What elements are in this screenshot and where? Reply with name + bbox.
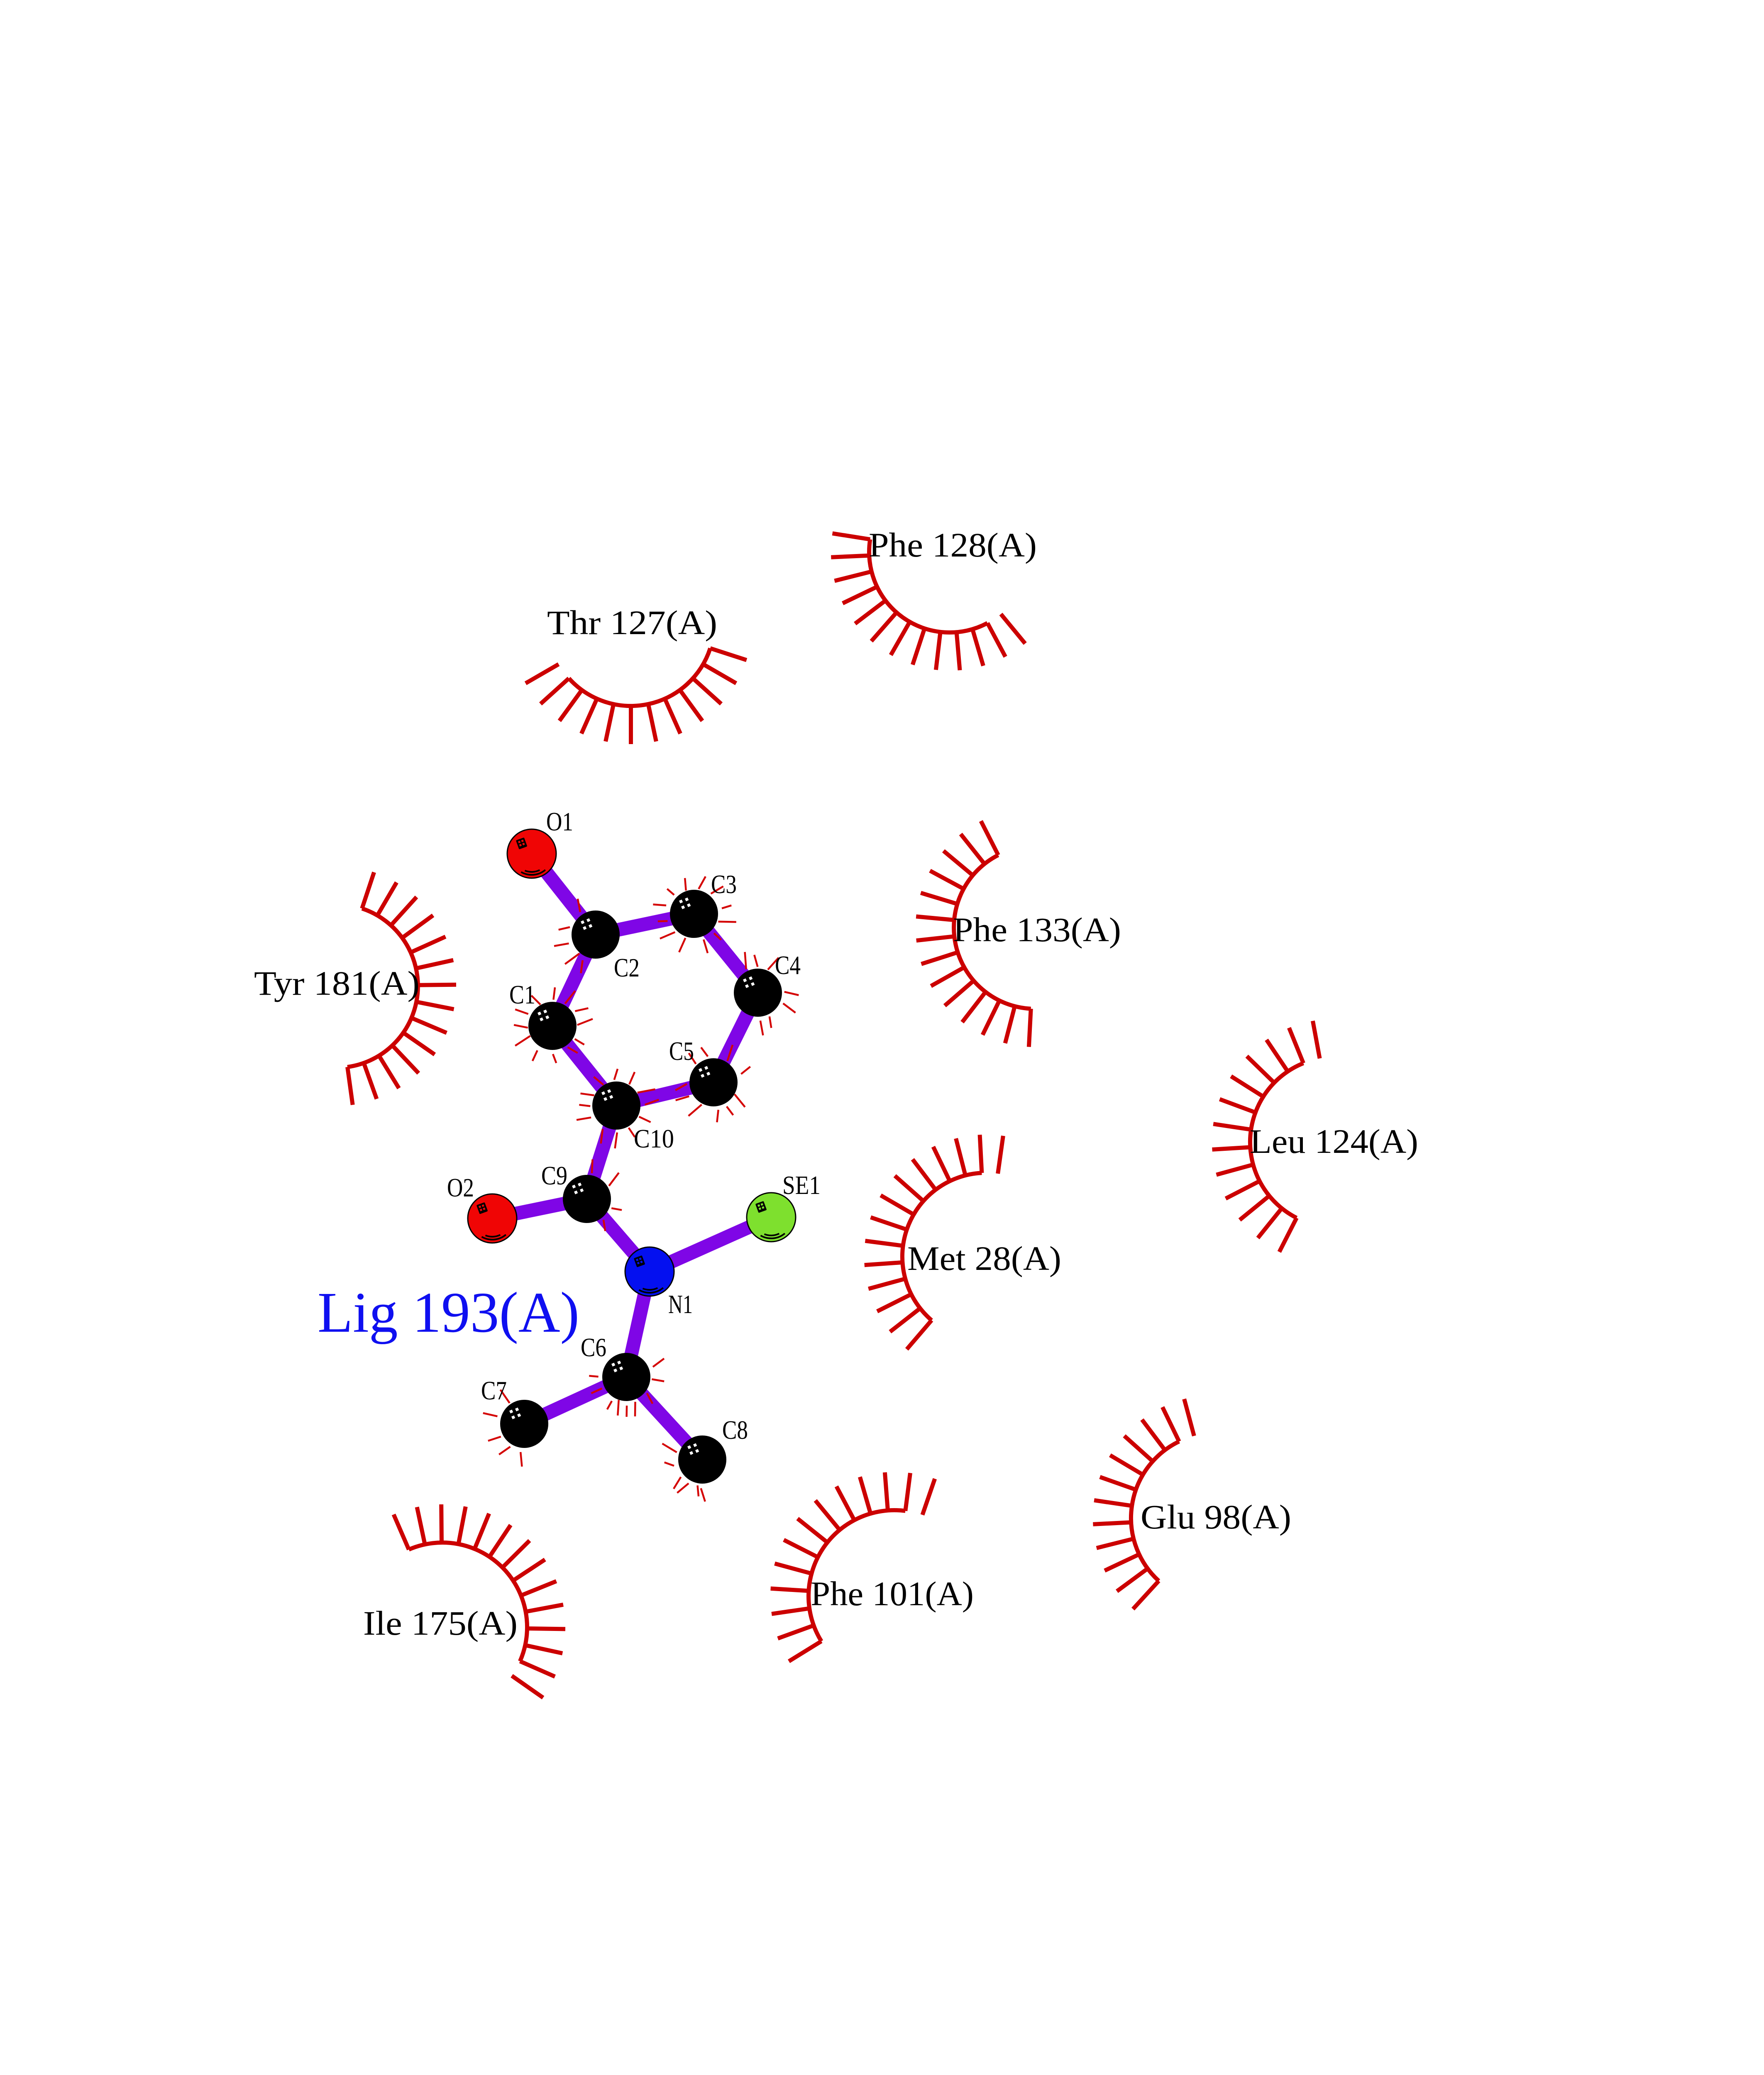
svg-text:C4: C4 [775, 951, 801, 980]
svg-text:Phe 133(A): Phe 133(A) [953, 911, 1121, 949]
svg-text:Met 28(A): Met 28(A) [907, 1239, 1061, 1277]
svg-text:Glu 98(A): Glu 98(A) [1141, 1498, 1291, 1536]
svg-text:SE1: SE1 [782, 1171, 821, 1200]
svg-text:Lig 193(A): Lig 193(A) [318, 1281, 579, 1345]
svg-text:C1: C1 [509, 980, 535, 1009]
svg-text:Thr 127(A): Thr 127(A) [547, 603, 717, 642]
svg-text:O2: O2 [447, 1173, 474, 1202]
svg-text:C6: C6 [581, 1333, 606, 1362]
svg-text:Phe 101(A): Phe 101(A) [811, 1575, 974, 1613]
svg-text:C3: C3 [711, 870, 737, 899]
svg-text:Ile 175(A): Ile 175(A) [363, 1604, 518, 1642]
svg-text:Phe 128(A): Phe 128(A) [869, 526, 1037, 564]
svg-text:N1: N1 [668, 1290, 693, 1319]
svg-text:C2: C2 [614, 953, 640, 982]
svg-text:C10: C10 [634, 1124, 674, 1153]
svg-text:C7: C7 [481, 1376, 507, 1405]
svg-text:Tyr 181(A): Tyr 181(A) [254, 964, 420, 1002]
svg-text:C5: C5 [669, 1037, 694, 1066]
svg-text:C8: C8 [722, 1416, 748, 1445]
svg-text:C9: C9 [541, 1161, 567, 1190]
svg-text:Leu 124(A): Leu 124(A) [1250, 1122, 1418, 1160]
svg-text:O1: O1 [546, 807, 573, 836]
